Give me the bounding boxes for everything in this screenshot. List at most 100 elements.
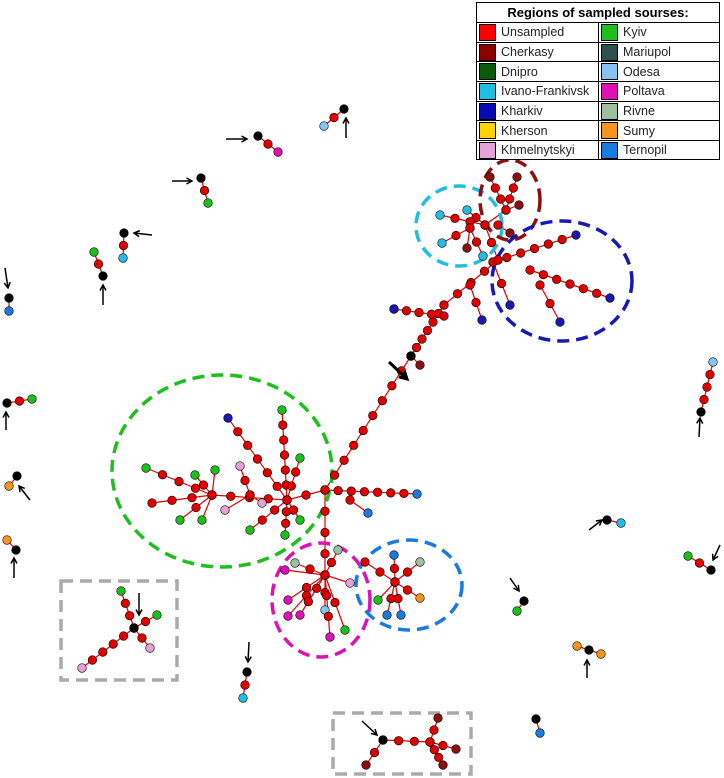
unsampled-node [279,435,289,445]
legend-swatch [479,141,496,159]
network-edges [6,108,714,766]
poltava-node [280,565,290,575]
unsampled-node [270,505,280,515]
unsampled-node [465,223,475,233]
legend-label: Sumy [623,123,655,138]
kyiv-node [295,515,305,525]
khmelnytskyi-node [220,505,230,515]
rivne-node [290,558,300,568]
arrow-icon [2,410,10,430]
ivano-frankivsk-node [462,205,472,215]
unsampled-node [480,220,490,230]
unsampled-node [535,280,545,290]
unsampled-node [320,527,330,538]
khmelnytskyi-node [235,461,245,471]
unsampled-node [389,563,400,574]
unsampled-node [322,591,332,601]
legend-label: Rivne [623,104,655,119]
cherkasy-node [451,744,461,754]
unsampled-node [330,597,340,608]
unsampled-node [486,237,497,248]
unsampled-node [288,505,299,515]
ternopil-node [412,489,422,499]
unsampled-node [157,470,168,480]
arrow-icon [711,544,721,562]
arrow-icon [696,416,704,438]
ivano-frankivsk-node [616,518,626,528]
unsampled-node [557,234,567,245]
unsampled-node [417,334,427,344]
kyiv-node [197,515,207,525]
unsampled-node [279,450,290,460]
network-edge [382,739,431,743]
ternopil-node [4,306,14,316]
unsampled-node [565,279,575,289]
unsampled-node [451,230,461,241]
unsampled-node [286,481,296,491]
unsampled-node [118,240,129,251]
unsampled-node [323,611,333,621]
sumy-node [572,641,582,651]
unsampled-node [301,490,311,500]
kyiv-node [190,470,200,480]
unsampled-node [345,495,355,505]
unsampled-node [93,259,104,269]
ivano-frankivsk-node [478,251,488,261]
unsampled-node [303,597,313,607]
unsampled-node [278,420,288,430]
legend-swatch [479,43,496,61]
unsampled-node [14,396,25,406]
legend-label: Ternopil [623,143,667,158]
unsampled-node [525,265,535,275]
unsampled-node [358,425,368,436]
reference-node [11,545,21,555]
unsampled-node [387,381,397,391]
unsampled-node [471,297,481,308]
cluster-outlines [59,158,634,776]
unsampled-node [552,274,562,284]
kyiv-node [280,530,290,540]
kyiv-node [152,610,162,620]
unsampled-node [402,585,413,595]
unsampled-node [226,491,236,501]
unsampled-node [257,515,267,525]
unsampled-node [329,112,339,123]
ivano-frankivsk-node [437,238,447,248]
unsampled-node [262,468,272,478]
legend-item-cherkasy: Cherkasy [477,41,598,62]
network-edge [284,569,326,576]
unsampled-node [329,470,340,480]
legend-item-odesa: Odesa [599,61,720,81]
unsampled-node [191,502,201,513]
reference-node [12,471,22,481]
legend-label: Dnipro [501,64,538,79]
unsampled-node [414,307,424,318]
unsampled-node [137,633,147,643]
arrow-icon [18,484,31,501]
reference-node [196,173,206,183]
unsampled-node [386,488,396,498]
cherkasy-node [462,243,472,253]
reference-node [406,351,416,361]
rivne-node [333,545,343,555]
kyiv-node [203,198,213,208]
khmelnytskyi-node [77,663,87,673]
kyiv-node [210,465,220,475]
network-edge [324,355,412,491]
kyiv-node [175,515,185,525]
poltava-node [273,147,283,157]
unsampled-node [438,740,448,751]
unsampled-node [434,752,444,762]
ternopil-node [396,610,406,620]
kharkiv-node [605,293,615,303]
unsampled-node [125,611,135,621]
legend-item-ternopil: Ternopil [599,140,720,160]
unsampled-node [422,325,433,336]
unsampled-node [282,495,292,505]
legend-item-rivne: Rivne [599,100,720,121]
network-edge [120,590,135,629]
legend-swatch [601,43,618,61]
legend-item-khmelnytskyi: Khmelnytskyi [477,140,598,160]
legend-swatch [601,82,618,100]
